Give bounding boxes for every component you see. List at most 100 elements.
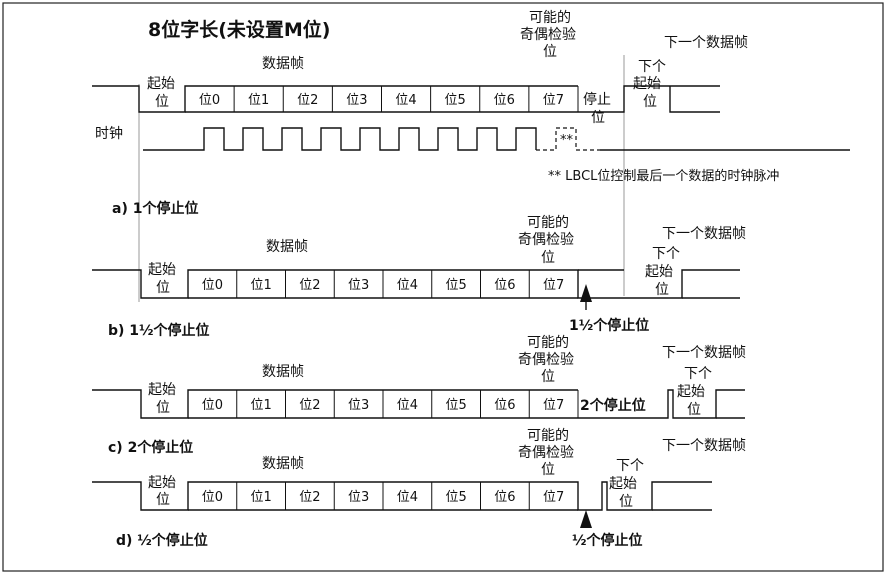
parity-label-a-2: 奇偶检验 (520, 26, 576, 43)
start-bit-label-d-1: 起始 (148, 475, 176, 491)
stop-label-b: 1½个停止位 (569, 317, 649, 334)
diagram-d: 数据帧 起始 位 可能的 奇偶检验 位 下一个数据帧 下个 起始 位 位0 位1 位… (92, 428, 746, 549)
bit-cell-label: 位6 (494, 398, 515, 413)
start-bit-label-a-2: 位 (155, 94, 169, 110)
next-start-label-a-2: 起始 (633, 76, 661, 92)
bit-cell-label: 位2 (299, 398, 320, 413)
data-line-d (92, 481, 712, 511)
start-bit-label-d-2: 位 (156, 492, 170, 508)
start-bit-label-b-1: 起始 (148, 262, 176, 278)
parity-label-c-3: 位 (541, 369, 555, 385)
caption-d: d) ½个停止位 (116, 532, 208, 549)
bit-cell-label: 位4 (395, 93, 416, 108)
start-bit-label-c-2: 位 (156, 400, 170, 416)
bit-cell-label: 位0 (202, 398, 223, 413)
parity-label-b-2: 奇偶检验 (518, 231, 574, 248)
start-bit-label-b-2: 位 (156, 280, 170, 296)
bit-cell-label: 位7 (543, 490, 564, 505)
bit-cell-label: 位7 (543, 278, 564, 293)
stop-label-d: ½个停止位 (572, 532, 643, 549)
next-start-label-d-1: 下个 (616, 458, 644, 474)
next-start-label-b-2: 起始 (645, 264, 673, 280)
data-frame-label-b: 数据帧 (266, 239, 308, 255)
next-start-label-a-1: 下个 (638, 59, 666, 75)
bit-cell-label: 位4 (397, 490, 418, 505)
bit-cell-label: 位0 (199, 93, 220, 108)
next-start-label-c-3: 位 (687, 402, 701, 418)
diagram-title: 8位字长(未设置M位) (148, 18, 331, 41)
bit-cell-label: 位3 (348, 278, 369, 293)
bit-cell-label: 位7 (543, 398, 564, 413)
stop-arrow-b (580, 284, 592, 302)
bit-cell-label: 位2 (299, 278, 320, 293)
bit-cells-c: 位0 位1 位2 位3 位4 位5 位6 位7 (202, 390, 564, 418)
next-frame-label-d: 下一个数据帧 (662, 438, 746, 454)
parity-label-a-1: 可能的 (529, 10, 571, 26)
bit-cell-label: 位0 (202, 490, 223, 505)
bit-cell-label: 位4 (397, 278, 418, 293)
data-frame-label-d: 数据帧 (262, 456, 304, 472)
bit-cell-label: 位6 (494, 490, 515, 505)
start-bit-label-a-1: 起始 (147, 76, 175, 92)
clock-label: 时钟 (95, 125, 123, 142)
next-start-label-c-1: 下个 (684, 366, 712, 382)
next-start-label-d-3: 位 (619, 494, 633, 510)
bit-cell-label: 位6 (494, 278, 515, 293)
next-frame-label-a: 下一个数据帧 (664, 35, 748, 51)
bit-cell-label: 位6 (494, 93, 515, 108)
bit-cell-label: 位1 (250, 398, 271, 413)
clock-note: ** LBCL位控制最后一个数据的时钟脉冲 (548, 168, 779, 184)
next-frame-label-b: 下一个数据帧 (662, 226, 746, 242)
next-start-label-d-2: 起始 (609, 476, 637, 492)
bit-cell-label: 位1 (250, 278, 271, 293)
next-start-label-a-3: 位 (643, 94, 657, 110)
caption-b: b) 1½个停止位 (108, 322, 210, 339)
parity-label-c-1: 可能的 (527, 335, 569, 351)
stop-bit-label-a-1: 停止 (583, 91, 611, 108)
stop-bit-label-a-2: 位 (591, 110, 605, 126)
start-bit-label-c-1: 起始 (148, 382, 176, 398)
next-start-label-c-2: 起始 (677, 384, 705, 400)
bit-cell-label: 位2 (297, 93, 318, 108)
bit-cell-label: 位1 (248, 93, 269, 108)
next-start-label-b-1: 下个 (652, 246, 680, 262)
parity-label-a-3: 位 (543, 44, 557, 60)
parity-label-b-3: 位 (541, 250, 555, 266)
bit-cell-label: 位1 (250, 490, 271, 505)
bit-cell-label: 位5 (445, 93, 466, 108)
parity-label-d-2: 奇偶检验 (518, 444, 574, 461)
bit-cell-label: 位5 (445, 278, 466, 293)
diagram-a: 数据帧 起始 位 可能的 奇偶检验 位 下一个数据帧 下个 起始 位 停止 位 … (92, 10, 850, 217)
bit-cell-label: 位4 (397, 398, 418, 413)
data-line-c (92, 389, 745, 419)
bit-cell-label: 位5 (445, 490, 466, 505)
stop-arrow-d (580, 510, 592, 528)
next-start-label-b-3: 位 (655, 282, 669, 298)
clock-mark: ** (560, 133, 574, 148)
clock-last-pulse (536, 127, 600, 151)
bit-cell-label: 位3 (346, 93, 367, 108)
bit-cell-label: 位2 (299, 490, 320, 505)
stop-label-c: 2个停止位 (580, 397, 646, 414)
bit-cell-label: 位3 (348, 398, 369, 413)
parity-label-d-1: 可能的 (527, 428, 569, 444)
next-frame-line-a (669, 85, 720, 113)
caption-a: a) 1个停止位 (112, 200, 198, 217)
bit-cell-label: 位5 (445, 398, 466, 413)
data-frame-label-c: 数据帧 (262, 364, 304, 380)
parity-label-d-3: 位 (541, 462, 555, 478)
caption-c: c) 2个停止位 (108, 439, 193, 456)
data-frame-label-a: 数据帧 (262, 56, 304, 72)
parity-label-c-2: 奇偶检验 (518, 351, 574, 368)
parity-label-b-1: 可能的 (527, 215, 569, 231)
data-line-a (92, 85, 670, 113)
next-frame-label-c: 下一个数据帧 (662, 345, 746, 361)
